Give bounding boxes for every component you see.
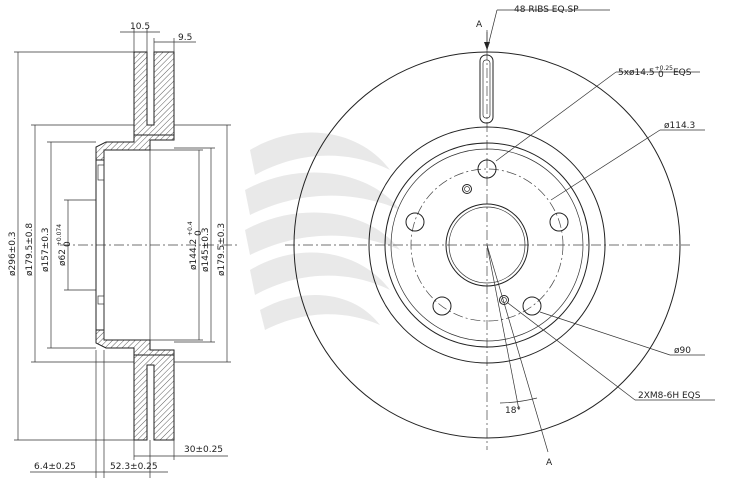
bolt-hole — [432, 296, 452, 316]
angle-note: 18° — [505, 406, 521, 416]
friction-ring-lower — [133, 354, 175, 441]
dim-bottom-mid: 52.3±0.25 — [110, 462, 158, 472]
hat-section-lower — [95, 329, 175, 356]
bolt-hole — [405, 212, 425, 232]
hat-inner — [390, 148, 584, 342]
pcd-note: ø114.3 — [664, 121, 695, 131]
dim-157: ø157±0.3 — [41, 227, 51, 272]
friction-inner-edge — [368, 126, 606, 364]
dim-179-left: ø179.5±0.8 — [25, 223, 35, 276]
dim-179-right: ø179.5±0.3 — [217, 223, 227, 276]
side-view — [14, 28, 240, 478]
dim-62-tol-low: 0 — [63, 241, 73, 247]
bolt-hole — [522, 296, 542, 316]
dim-top-right: 9.5 — [178, 33, 192, 43]
dim-bottom-left: 6.4±0.25 — [34, 462, 76, 472]
threaded-hole — [499, 295, 509, 305]
disc-outer-edge — [293, 51, 681, 439]
rib-slot — [479, 54, 494, 124]
hub-bore — [445, 203, 529, 287]
section-label-bottom: A — [546, 458, 553, 468]
hat-outer — [384, 142, 590, 348]
dim-145: ø145±0.3 — [201, 227, 211, 272]
bolt-hole — [477, 159, 497, 179]
dim-top-left: 10.5 — [130, 22, 150, 32]
dim-bottom-thickness: 30±0.25 — [184, 445, 223, 455]
section-label-top: A — [476, 20, 483, 30]
front-view — [285, 9, 715, 453]
friction-ring-upper — [133, 51, 175, 136]
bolt-hole — [549, 212, 569, 232]
dim-144: ø144.2 +0.4 — [187, 221, 199, 270]
hat-section-upper — [95, 134, 175, 161]
ribs-note: 48 RIBS EQ.SP — [514, 5, 579, 15]
threaded-hole — [462, 184, 472, 194]
bolt-holes-tol-low: 0 — [658, 70, 664, 80]
threads-note: 2XM8-6H EQS — [638, 391, 701, 401]
pcd-circle — [410, 168, 564, 322]
dim-144-tol-low: 0 — [194, 230, 204, 236]
hub-bore-inner — [448, 206, 526, 284]
dim-62: ø62 +0.074 — [56, 224, 68, 266]
hub-note: ø90 — [674, 346, 691, 356]
dim-outer-diameter: ø296±0.3 — [8, 231, 18, 276]
watermark-logo — [245, 132, 400, 330]
bolt-holes-note: 5xø14.5+0.25EQS — [618, 65, 692, 78]
